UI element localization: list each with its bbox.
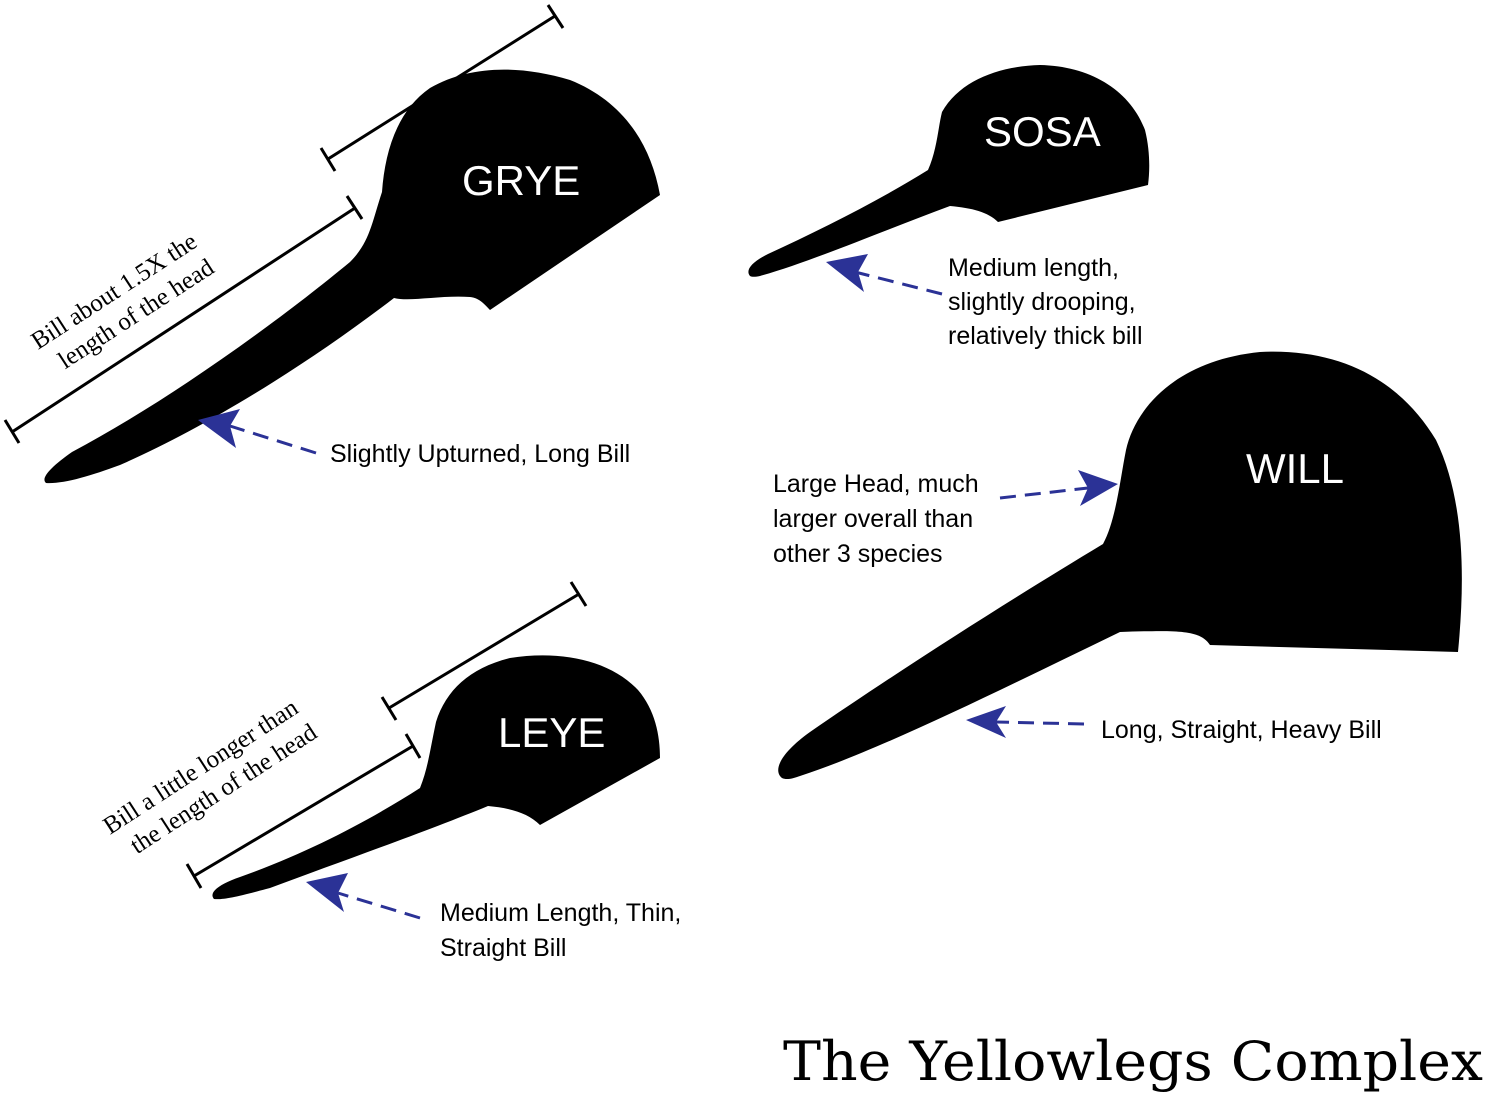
will-bill-note: Long, Straight, Heavy Bill [1101, 716, 1382, 744]
will-head-arrow [999, 470, 1118, 506]
leye-label: LEYE [498, 709, 605, 756]
will-group: WILL Large Head, much larger overall tha… [773, 351, 1462, 780]
leye-head-silhouette [212, 655, 661, 900]
will-bill-arrow [966, 706, 1085, 738]
grye-arrowhead [198, 409, 240, 448]
leye-arrowhead [306, 873, 348, 912]
leye-arrow [306, 873, 421, 920]
grye-arrow-shaft [229, 424, 317, 455]
grye-note: Slightly Upturned, Long Bill [330, 440, 630, 468]
will-bill-arrow-shaft [995, 720, 1085, 726]
grye-bill-measure-bar [3, 195, 364, 444]
will-head-silhouette [778, 351, 1462, 780]
will-head-note: Large Head, much larger overall than oth… [773, 470, 986, 568]
will-head-arrow-shaft [999, 486, 1089, 500]
sosa-note-line-1: Medium length, [948, 254, 1119, 282]
sosa-arrow [826, 254, 943, 296]
leye-bill-measure-bar [185, 733, 422, 889]
sosa-note-line-2: slightly drooping, [948, 288, 1136, 316]
grye-group: GRYE Bill about 1.5X the length of the h… [3, 4, 661, 484]
sosa-note: Medium length, slightly drooping, relati… [948, 254, 1143, 350]
will-label: WILL [1246, 445, 1344, 492]
sosa-arrow-shaft [854, 270, 943, 296]
leye-measure-note: Bill a little longer than the length of … [99, 691, 326, 866]
leye-arrow-shaft [337, 891, 421, 920]
will-head-note-line-2: larger overall than [773, 505, 973, 533]
grye-head-silhouette [44, 69, 661, 484]
grye-arrow [198, 409, 317, 455]
leye-note-line-1: Medium Length, Thin, [440, 899, 681, 927]
sosa-group: SOSA Medium length, slightly drooping, r… [748, 65, 1150, 350]
sosa-head-silhouette [748, 65, 1150, 277]
leye-note: Medium Length, Thin, Straight Bill [440, 899, 688, 962]
page-title: The Yellowlegs Complex [783, 1030, 1483, 1093]
will-bill-arrowhead [966, 706, 1006, 738]
leye-head-measure-bar [380, 581, 588, 721]
will-head-note-line-3: other 3 species [773, 540, 943, 568]
grye-label: GRYE [462, 157, 580, 204]
sosa-label: SOSA [984, 108, 1101, 155]
sosa-note-line-3: relatively thick bill [948, 322, 1143, 350]
grye-head-measure-bar [319, 4, 565, 172]
leye-note-line-2: Straight Bill [440, 934, 566, 962]
sosa-arrowhead [826, 254, 868, 292]
will-head-arrowhead [1078, 470, 1118, 506]
leye-group: LEYE Bill a little longer than the lengt… [99, 581, 688, 962]
will-head-note-line-1: Large Head, much [773, 470, 979, 498]
